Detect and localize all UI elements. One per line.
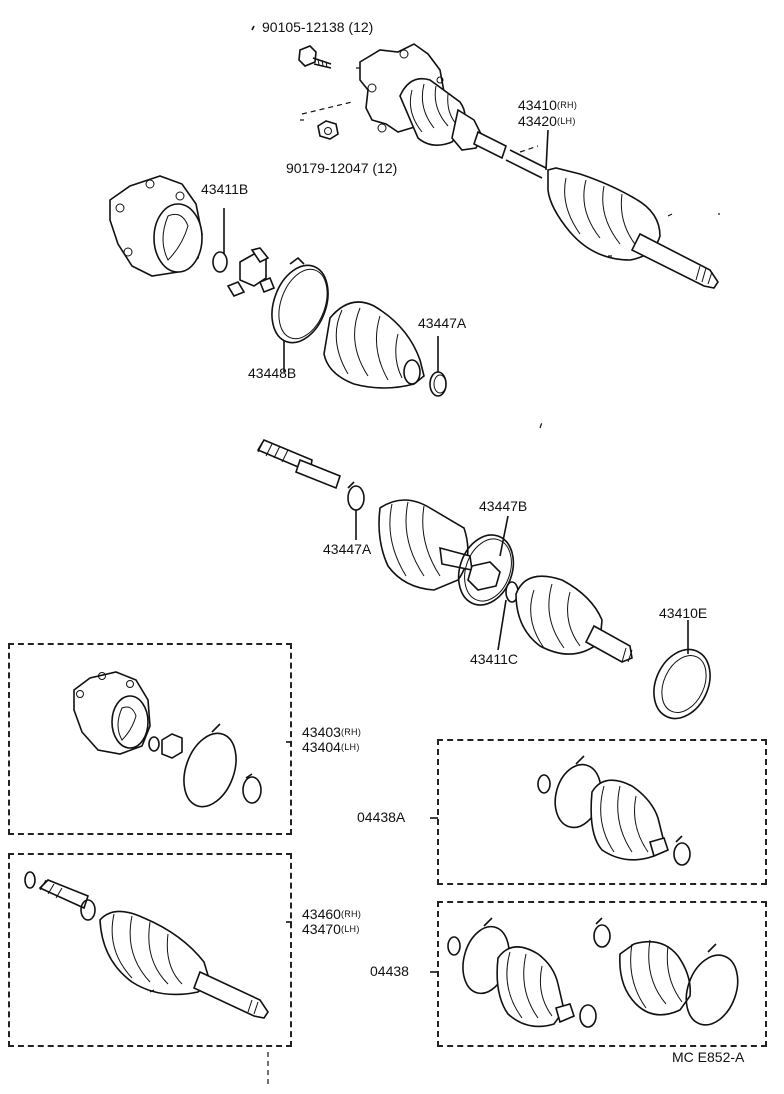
inboard-boot-icon[interactable] bbox=[323, 301, 425, 389]
label-kit-outboard-lh: 43470(LH) bbox=[302, 921, 360, 937]
outboard-boot-icon[interactable] bbox=[515, 575, 633, 663]
middle-clamp-a-icon[interactable] bbox=[347, 481, 365, 511]
label-kit-outboard-rh: 43460(RH) bbox=[302, 906, 362, 922]
label-43448b: 43448B bbox=[248, 365, 297, 381]
label-43410e: 43410E bbox=[659, 605, 708, 621]
label-43447b: 43447B bbox=[479, 498, 528, 514]
boot-band-icon[interactable] bbox=[643, 640, 721, 727]
kit-box-boot-a bbox=[437, 739, 767, 885]
bolt-icon[interactable] bbox=[298, 45, 332, 69]
snap-ring-icon[interactable] bbox=[212, 251, 228, 273]
label-nut: 90179-12047 (12) bbox=[286, 160, 398, 176]
kit-boot-icon[interactable] bbox=[447, 917, 747, 1032]
kit-tulip-icon[interactable] bbox=[73, 671, 183, 759]
kit-clamp-large-icon[interactable] bbox=[174, 723, 245, 814]
label-shaft-lh: 43420(LH) bbox=[518, 113, 576, 129]
diagram-code: MC E852-A bbox=[672, 1049, 745, 1065]
label-bolt: 90105-12138 (12) bbox=[262, 19, 374, 35]
label-43411b: 43411B bbox=[201, 181, 249, 197]
label-shaft-rh: 43410(RH) bbox=[518, 97, 578, 113]
label-43447a-mid: 43447A bbox=[323, 541, 372, 557]
kit-box-joint bbox=[8, 643, 292, 835]
kit-box-outboard-joint bbox=[8, 853, 292, 1047]
label-43447a-top: 43447A bbox=[418, 315, 467, 331]
label-04438a: 04438A bbox=[357, 809, 406, 825]
middle-shaft-icon[interactable] bbox=[256, 438, 341, 490]
label-kit-joint-rh: 43403(RH) bbox=[302, 724, 362, 740]
shaft-assembly-top[interactable] bbox=[359, 43, 719, 289]
kit-outboard-joint-icon[interactable] bbox=[24, 871, 269, 1019]
nut-icon[interactable] bbox=[317, 120, 339, 140]
label-04438: 04438 bbox=[370, 963, 409, 979]
large-clamp-icon[interactable] bbox=[262, 256, 338, 351]
inboard-tulip-icon[interactable] bbox=[109, 175, 203, 277]
kit-box-boot bbox=[437, 901, 767, 1047]
kit-clamp-small-icon[interactable] bbox=[242, 773, 262, 804]
label-kit-joint-lh: 43404(LH) bbox=[302, 739, 360, 755]
small-clamp-icon[interactable] bbox=[429, 371, 447, 397]
kit-boot-a-icon[interactable] bbox=[537, 755, 691, 866]
middle-clamp-b-icon[interactable] bbox=[449, 527, 522, 612]
label-43411c: 43411C bbox=[470, 651, 519, 667]
tripod-icon[interactable] bbox=[226, 247, 276, 297]
